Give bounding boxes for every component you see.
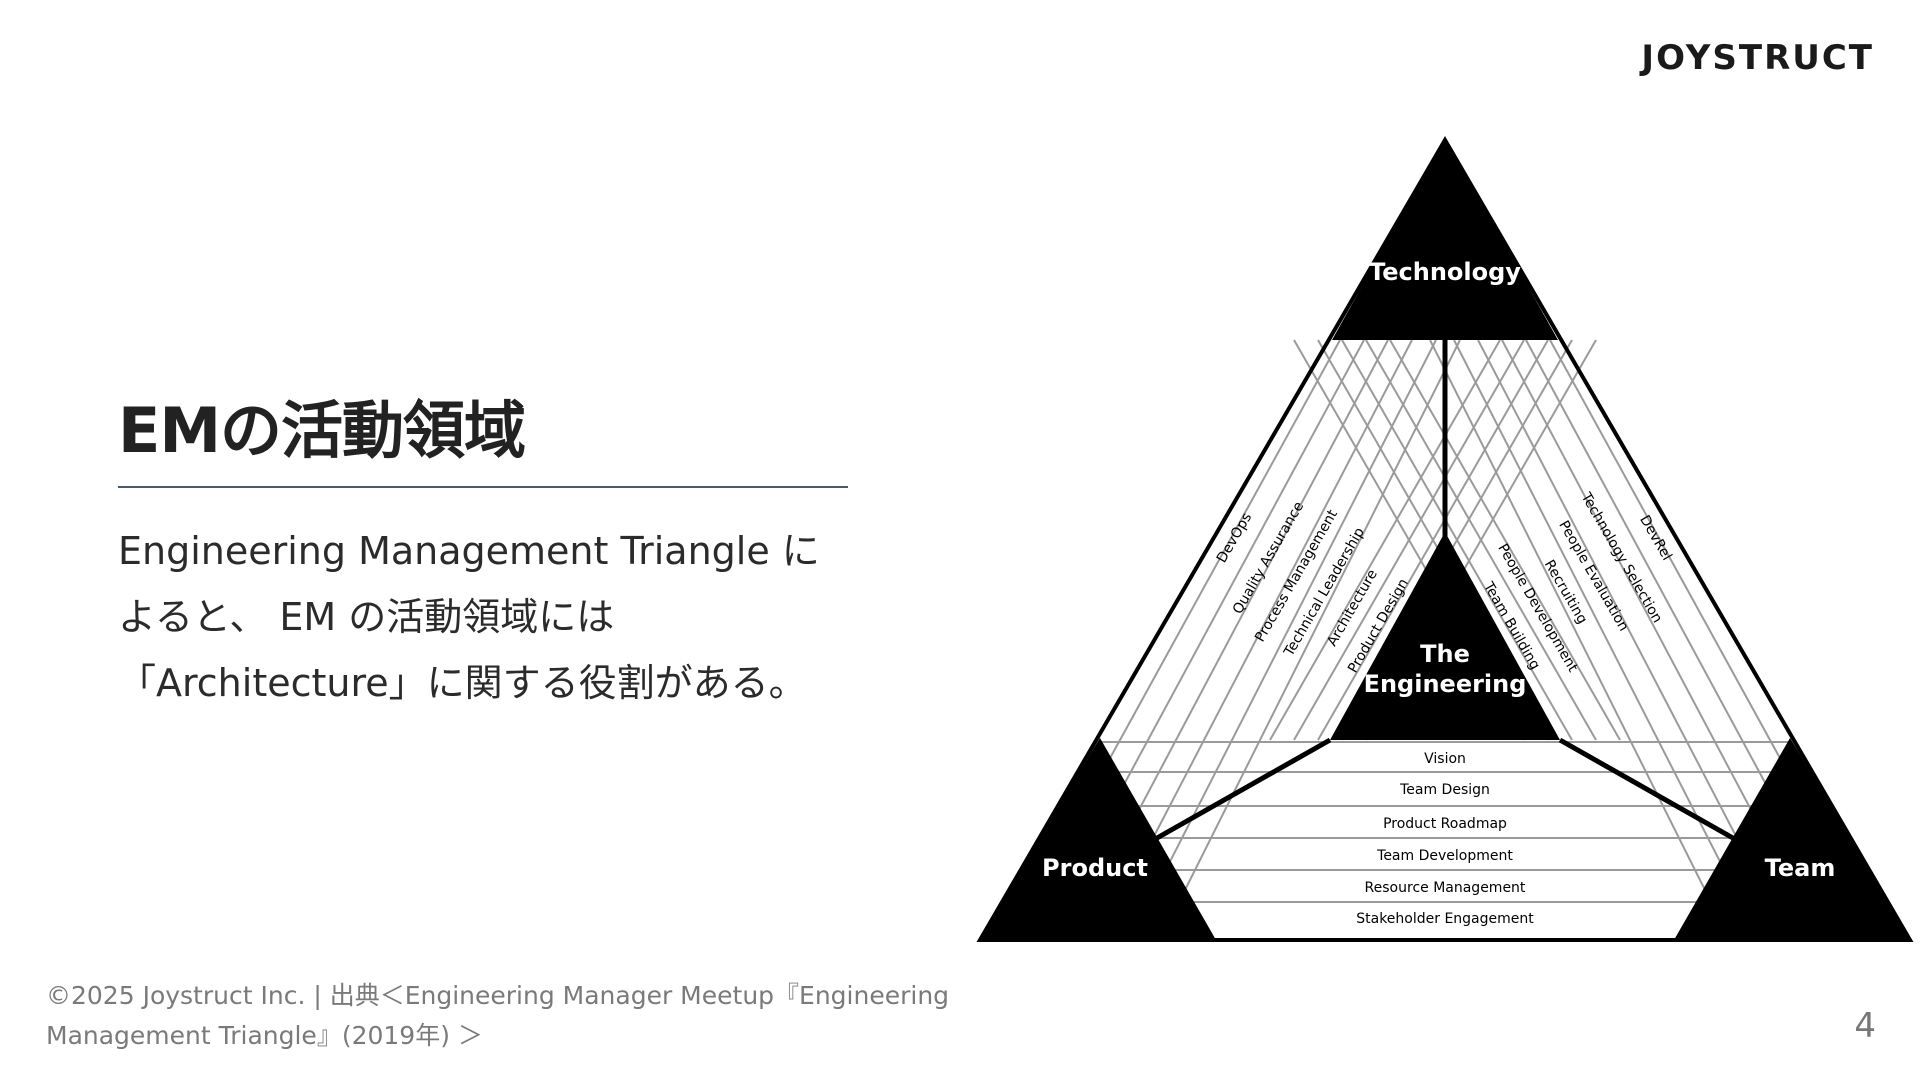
right-item-people-evaluation: People Evaluation: [1555, 518, 1631, 634]
connector-left: [1148, 737, 1332, 845]
center-label-line-2: Engineering: [1364, 670, 1527, 698]
engineering-center: [1330, 532, 1560, 740]
grid-diagonal-right: [1453, 339, 1761, 941]
bottom-item-product-roadmap: Product Roadmap: [1383, 816, 1507, 832]
bottom-item-team-design: Team Design: [1399, 782, 1490, 798]
connector-right: [1558, 737, 1742, 845]
grid-cross-right: [1293, 339, 1525, 741]
brand-logo: JOYSTRUCT: [1641, 38, 1874, 78]
product-corner: [978, 738, 1216, 940]
corner-label-team: Team: [1765, 854, 1836, 882]
title-divider: [118, 486, 848, 488]
grid-diagonal-right: [1429, 339, 1731, 941]
corner-label-technology: Technology: [1369, 258, 1521, 286]
footer-credit: ©2025 Joystruct Inc. | 出典＜Engineering Ma…: [46, 976, 950, 1056]
footer-line-2: Management Triangle』(2019年) ＞: [46, 1021, 483, 1050]
center-label-line-1: The: [1420, 640, 1470, 668]
grid-diagonal-left: [1159, 339, 1461, 941]
slide-body: Engineering Management Triangle に よると、 E…: [118, 518, 878, 716]
outer-triangle: [976, 136, 1914, 942]
page-number: 4: [1854, 1006, 1876, 1046]
technology-corner: [1332, 138, 1558, 340]
bottom-item-vision: Vision: [1424, 751, 1466, 767]
grid-cross-left: [1389, 339, 1621, 741]
bottom-item-stakeholder-engagement: Stakeholder Engagement: [1356, 911, 1534, 927]
body-line-2: よると、 EM の活動領域には: [118, 595, 615, 639]
engineering-management-triangle: Technology Product Team The Engineering …: [976, 136, 1914, 942]
left-item-devops: DevOps: [1214, 510, 1255, 566]
slide-title: EMの活動領域: [118, 394, 526, 467]
grid-diagonal-left: [1129, 339, 1437, 941]
body-line-3: 「Architecture」に関する役割がある。: [118, 661, 807, 705]
body-line-1: Engineering Management Triangle に: [118, 529, 820, 573]
team-corner: [1674, 738, 1912, 940]
footer-line-1: ©2025 Joystruct Inc. | 出典＜Engineering Ma…: [46, 981, 950, 1010]
bottom-item-team-development: Team Development: [1376, 848, 1513, 864]
corner-label-product: Product: [1042, 854, 1148, 882]
bottom-item-resource-management: Resource Management: [1365, 880, 1526, 896]
grid-cross-right: [1317, 339, 1549, 741]
grid-cross-right: [1269, 339, 1501, 741]
